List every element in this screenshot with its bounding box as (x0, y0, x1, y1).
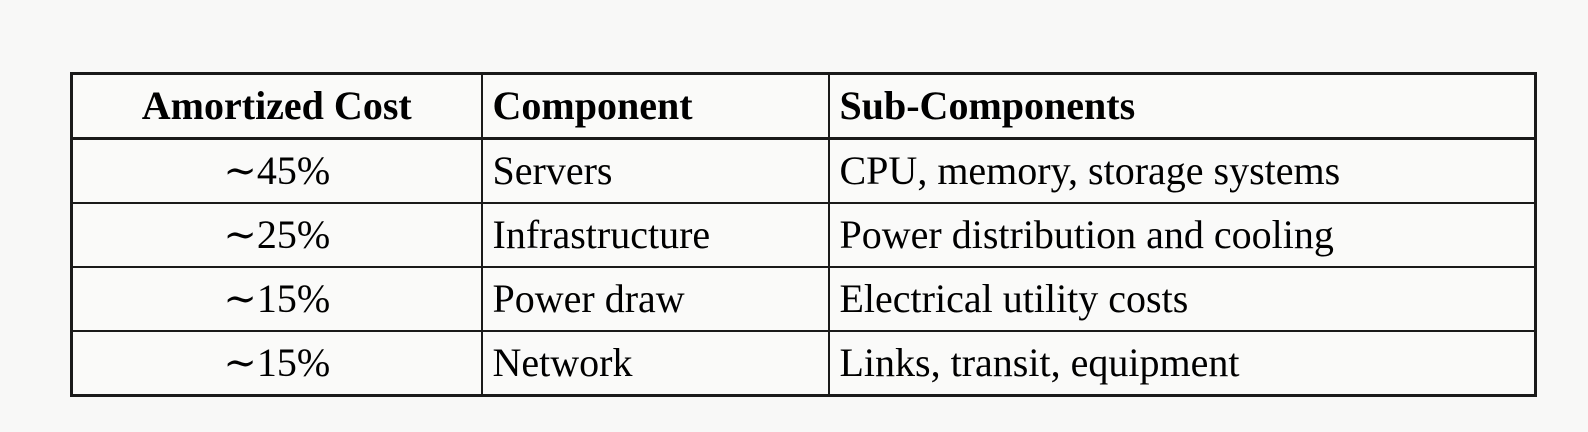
cell-sub-components: CPU, memory, storage systems (827, 137, 1537, 204)
table-row: ∼15% Network Links, transit, equipment (70, 330, 1537, 397)
cell-component: Servers (480, 137, 830, 204)
table-row: ∼15% Power draw Electrical utility costs (70, 266, 1537, 332)
header-sub-components: Sub-Components (827, 72, 1537, 140)
cell-sub-components: Electrical utility costs (827, 266, 1537, 332)
table-row: ∼45% Servers CPU, memory, storage system… (70, 137, 1537, 204)
cell-amortized-cost: ∼15% (70, 266, 483, 332)
cell-component: Infrastructure (480, 202, 830, 268)
table-header-row: Amortized Cost Component Sub-Components (70, 72, 1537, 140)
cell-sub-components: Links, transit, equipment (827, 330, 1537, 397)
cell-amortized-cost: ∼25% (70, 202, 483, 268)
cell-amortized-cost: ∼15% (70, 330, 483, 397)
cell-sub-components: Power distribution and cooling (827, 202, 1537, 268)
header-amortized-cost: Amortized Cost (70, 72, 483, 140)
cell-component: Power draw (480, 266, 830, 332)
cell-component: Network (480, 330, 830, 397)
header-component: Component (480, 72, 830, 140)
cost-breakdown-table: Amortized Cost Component Sub-Components … (70, 72, 1537, 397)
table-row: ∼25% Infrastructure Power distribution a… (70, 202, 1537, 268)
cell-amortized-cost: ∼45% (70, 137, 483, 204)
